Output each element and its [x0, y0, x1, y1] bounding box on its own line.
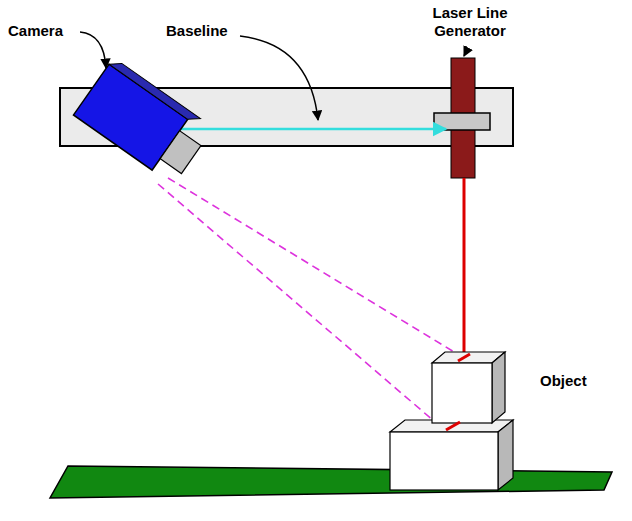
laser-stripe [458, 354, 470, 361]
view-ray [158, 184, 442, 428]
leader-arrow [240, 36, 318, 120]
leader-arrow [464, 46, 466, 56]
laser-beam [463, 178, 466, 358]
laser-mount [434, 113, 490, 130]
object-side-face [492, 352, 505, 423]
view-ray [168, 178, 464, 358]
part-label: Camera [8, 22, 63, 40]
object-front-face [390, 432, 498, 490]
object-front-face [432, 363, 492, 423]
object-side-face [498, 420, 513, 490]
part-label: Laser Line Generator [420, 4, 520, 40]
ground-plate [50, 466, 612, 498]
leader-arrow [80, 32, 106, 68]
part-label: Baseline [166, 22, 228, 40]
part-label: Object [540, 372, 587, 390]
laser-stripe [446, 422, 460, 430]
camera-body [73, 58, 213, 185]
